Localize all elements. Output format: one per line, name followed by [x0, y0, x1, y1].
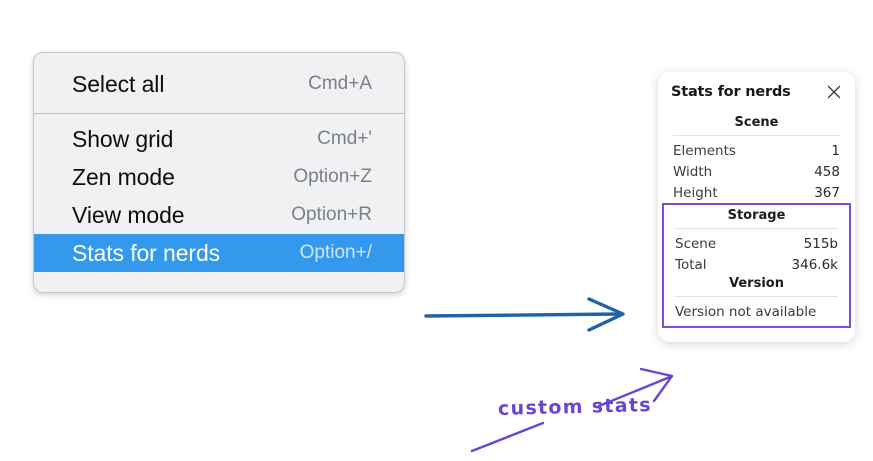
menu-item-label: Show grid	[72, 125, 174, 152]
menu-item-label: View mode	[72, 201, 185, 228]
scene-heading: Scene	[734, 115, 779, 130]
scene-section: Scene Elements 1 Width 458 Height 367	[671, 114, 842, 203]
stat-key: Elements	[673, 142, 736, 159]
menu-item-select-all[interactable]: Select all Cmd+A	[34, 65, 404, 103]
menu-item-label: Select all	[72, 70, 165, 97]
version-heading: Version	[729, 276, 784, 291]
purple-underline-stroke	[470, 421, 545, 453]
menu-section-2: Show grid Cmd+' Zen mode Option+Z View m…	[34, 114, 404, 278]
stat-value: 1	[831, 142, 840, 159]
stat-value: 346.6k	[791, 256, 838, 273]
stat-row-height: Height 367	[671, 182, 842, 203]
menu-item-zen-mode[interactable]: Zen mode Option+Z	[34, 158, 404, 196]
custom-stats-annotation-label: custom stats	[497, 393, 653, 421]
menu-item-accelerator: Cmd+'	[317, 128, 372, 149]
stat-key: Height	[673, 184, 718, 201]
menu-bottom-padding	[34, 278, 404, 292]
menu-item-accelerator: Option+Z	[293, 166, 372, 187]
version-section: Version Version not available	[673, 275, 840, 321]
context-menu[interactable]: Select all Cmd+A Show grid Cmd+' Zen mod…	[33, 52, 405, 293]
blue-arrow	[424, 297, 625, 332]
stat-key: Scene	[675, 235, 717, 252]
menu-item-accelerator: Option+R	[291, 204, 372, 225]
menu-item-accelerator: Cmd+A	[308, 73, 372, 94]
divider	[673, 135, 840, 136]
menu-section-1: Select all Cmd+A	[34, 53, 404, 113]
menu-separator	[34, 113, 404, 114]
storage-section: Storage Scene 515b Total 346.6k	[673, 207, 840, 275]
stats-panel-title: Stats for nerds	[671, 84, 791, 100]
divider	[675, 228, 838, 229]
stat-value: 367	[814, 184, 840, 201]
menu-item-show-grid[interactable]: Show grid Cmd+'	[34, 120, 404, 158]
stat-row-width: Width 458	[671, 161, 842, 182]
stats-for-nerds-panel[interactable]: Stats for nerds Scene Elements 1 Width 4…	[658, 72, 855, 342]
divider	[675, 296, 838, 297]
stat-value: 515b	[803, 235, 838, 252]
stat-row-storage-scene: Scene 515b	[673, 233, 840, 254]
stat-row-elements: Elements 1	[671, 140, 842, 161]
stat-row-storage-total: Total 346.6k	[673, 254, 840, 275]
menu-item-view-mode[interactable]: View mode Option+R	[34, 196, 404, 234]
menu-item-label: Stats for nerds	[72, 239, 221, 266]
stat-value: 458	[814, 163, 840, 180]
stat-key: Total	[675, 256, 707, 273]
close-icon[interactable]	[826, 84, 842, 100]
menu-item-accelerator: Option+/	[299, 242, 372, 263]
version-note: Version not available	[675, 304, 817, 320]
menu-item-stats-for-nerds[interactable]: Stats for nerds Option+/	[34, 234, 404, 272]
storage-heading: Storage	[727, 208, 786, 223]
stat-key: Width	[673, 163, 713, 180]
stats-panel-header: Stats for nerds	[671, 84, 842, 100]
custom-stats-highlight-box: Storage Scene 515b Total 346.6k Version …	[662, 203, 851, 328]
menu-item-label: Zen mode	[72, 163, 175, 190]
